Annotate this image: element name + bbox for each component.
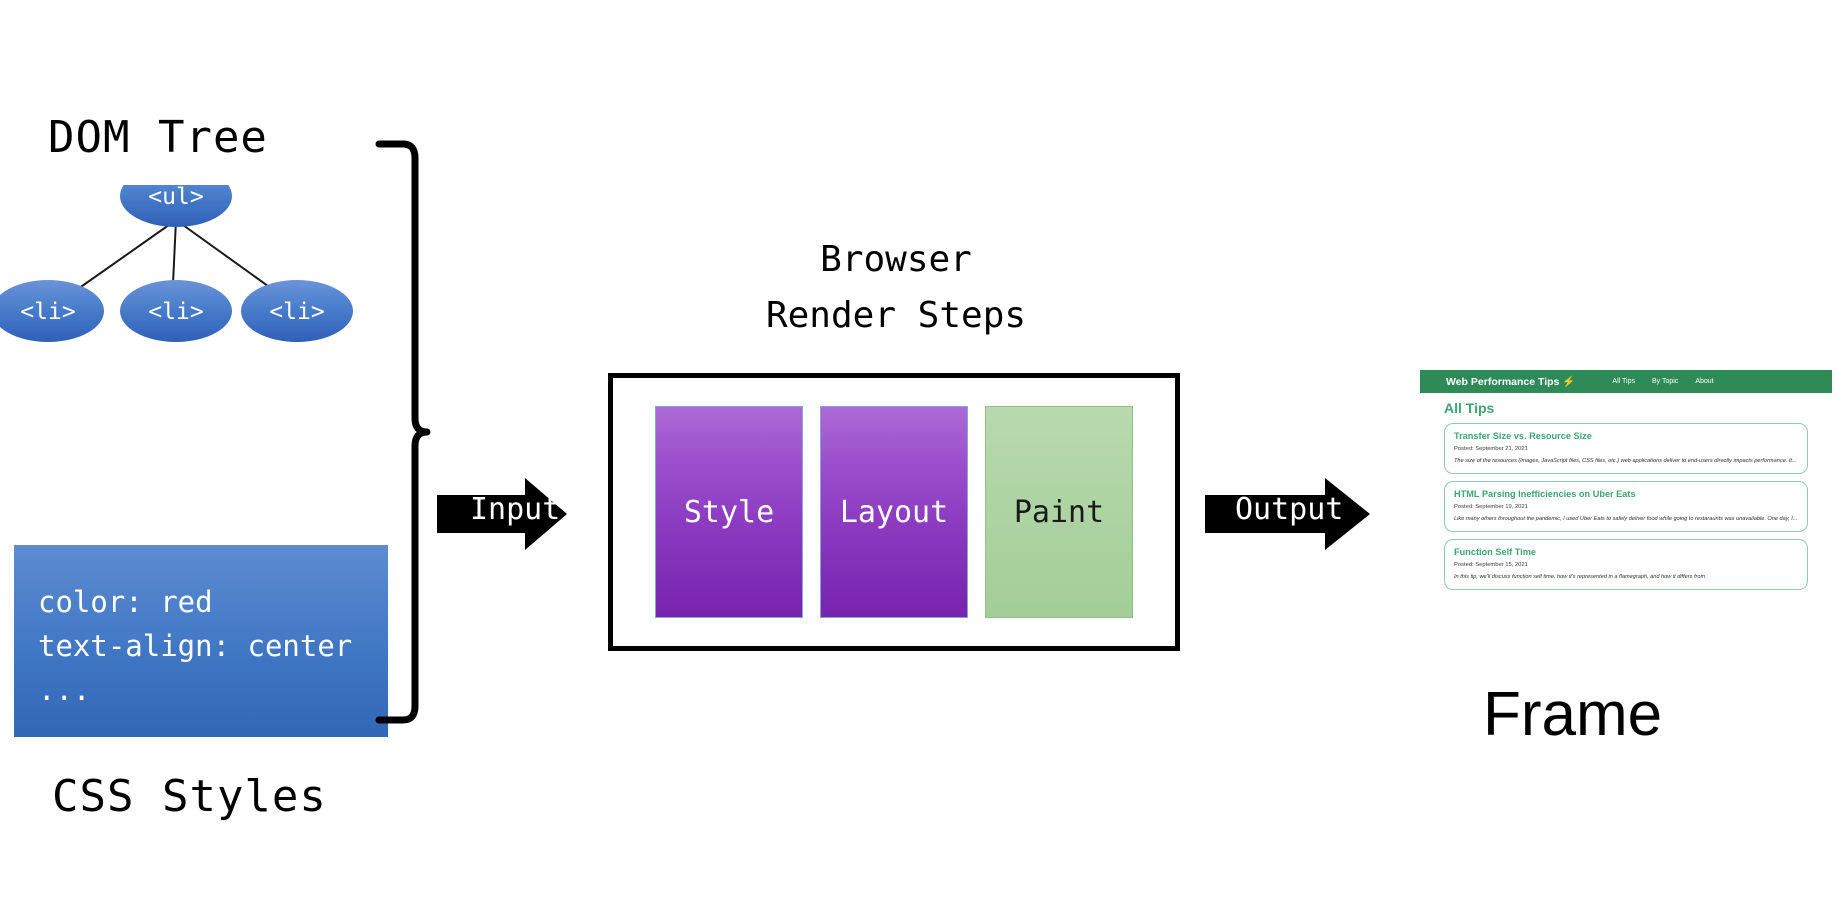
output-arrow-label: Output [1235, 492, 1344, 527]
tip-card-date: Posted: September 19, 2021 [1454, 504, 1528, 510]
tip-card[interactable]: Transfer Size vs. Resource Size Posted: … [1444, 423, 1808, 474]
render-step-layout[interactable]: Layout [820, 406, 968, 618]
frame-brand-text: Web Performance Tips [1446, 376, 1560, 388]
frame-page-heading: All Tips [1444, 400, 1495, 416]
render-steps-title: Browser Render Steps [765, 239, 1027, 336]
tip-card-excerpt: The size of the resources (images, JavaS… [1454, 458, 1797, 464]
render-steps-box: Style Layout Paint [608, 373, 1180, 651]
css-declaration-ellipsis: ... [38, 673, 91, 707]
frame-screenshot: Web Performance Tips ⚡ All Tips By Topic… [1420, 370, 1832, 660]
css-styles-block: color: red text-align: center ... [14, 545, 388, 737]
frame-nav-link-by-topic[interactable]: By Topic [1651, 378, 1679, 385]
render-step-layout-label: Layout [839, 494, 949, 530]
render-step-style[interactable]: Style [655, 406, 803, 618]
tip-card-title: HTML Parsing Inefficiencies on Uber Eats [1454, 489, 1636, 499]
dom-tree-graph: <ul> <li> <li> <li> [0, 185, 353, 342]
tip-card-excerpt: Like many others throughout the pandemic… [1454, 516, 1798, 522]
dom-node-li-1[interactable]: <li> [0, 280, 104, 342]
css-declaration-color: color: red [38, 585, 213, 619]
tip-card-date: Posted: September 21, 2021 [1454, 446, 1528, 452]
dom-node-ul[interactable]: <ul> [120, 185, 232, 227]
frame-nav-link-about[interactable]: About [1695, 378, 1714, 385]
tip-card-date: Posted: September 15, 2021 [1454, 562, 1528, 568]
tip-card[interactable]: HTML Parsing Inefficiencies on Uber Eats… [1444, 481, 1808, 532]
dom-node-li-3[interactable]: <li> [241, 280, 353, 342]
dom-node-li-2-label: <li> [148, 299, 203, 325]
grouping-brace [375, 140, 431, 724]
render-step-paint-label: Paint [1013, 494, 1105, 530]
frame-label: Frame [1483, 680, 1663, 749]
tip-card-title: Transfer Size vs. Resource Size [1454, 431, 1592, 441]
dom-tree-label: DOM Tree [48, 112, 268, 163]
frame-nav-links: All Tips By Topic About [1612, 378, 1713, 385]
frame-navbar: Web Performance Tips ⚡ All Tips By Topic… [1420, 370, 1832, 393]
render-step-style-label: Style [683, 494, 775, 530]
render-step-paint[interactable]: Paint [985, 406, 1133, 618]
tip-card-title: Function Self Time [1454, 547, 1537, 557]
tip-card[interactable]: Function Self Time Posted: September 15,… [1444, 539, 1808, 590]
lightning-bolt-icon: ⚡ [1562, 376, 1576, 388]
input-arrow-label: Input [470, 492, 561, 527]
frame-nav-link-all-tips[interactable]: All Tips [1612, 378, 1635, 385]
css-declaration-text-align: text-align: center [38, 629, 353, 663]
frame-content: All Tips Transfer Size vs. Resource Size… [1420, 393, 1832, 590]
dom-node-li-2[interactable]: <li> [120, 280, 232, 342]
dom-node-ul-label: <ul> [148, 185, 203, 210]
frame-brand[interactable]: Web Performance Tips ⚡ [1446, 375, 1575, 388]
dom-node-li-1-label: <li> [20, 299, 75, 325]
input-arrow [437, 478, 567, 550]
tip-card-excerpt: In this tip, we'll discuss function self… [1454, 574, 1706, 580]
css-styles-label: CSS Styles [52, 771, 327, 822]
dom-node-li-3-label: <li> [269, 299, 324, 325]
output-arrow [1205, 478, 1370, 550]
